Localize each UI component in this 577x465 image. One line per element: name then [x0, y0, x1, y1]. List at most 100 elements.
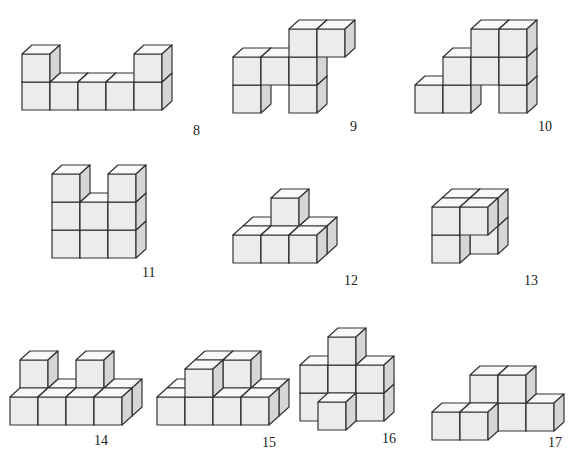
cube	[317, 20, 355, 57]
cube-figure	[233, 20, 355, 113]
cube-front-face	[328, 365, 356, 393]
cube-front-face	[432, 235, 460, 263]
cube-front-face	[108, 202, 136, 230]
cube	[328, 328, 366, 365]
cube-figure	[22, 45, 172, 110]
cube	[52, 165, 90, 202]
cube-front-face	[261, 235, 289, 263]
cube-front-face	[318, 402, 346, 430]
cube-front-face	[289, 85, 317, 113]
figure-number: 14	[94, 434, 108, 448]
cube-side-face	[488, 198, 498, 235]
cube-front-face	[328, 337, 356, 365]
cube-front-face	[213, 397, 241, 425]
cube	[498, 366, 536, 403]
figure-number: 9	[350, 120, 357, 134]
cube-side-face	[50, 45, 60, 82]
cube-front-face	[134, 82, 162, 110]
cube-front-face	[38, 397, 66, 425]
cube-front-face	[78, 82, 106, 110]
cube	[499, 20, 537, 57]
cube	[94, 388, 132, 425]
cube	[241, 388, 279, 425]
cube-figure	[52, 165, 146, 258]
cube-front-face	[50, 82, 78, 110]
cube	[460, 403, 498, 440]
cube-side-face	[526, 366, 536, 403]
cube-front-face	[289, 57, 317, 85]
cube	[460, 198, 498, 235]
cube-front-face	[108, 230, 136, 258]
cube-front-face	[223, 360, 251, 388]
figure-number: 8	[193, 124, 200, 138]
cube-front-face	[471, 57, 499, 85]
cube-side-face	[132, 379, 142, 416]
cube-front-face	[499, 57, 527, 85]
cube	[318, 393, 356, 430]
cube-front-face	[498, 375, 526, 403]
cube-front-face	[460, 412, 488, 440]
cube-side-face	[48, 351, 58, 388]
cube-front-face	[526, 403, 554, 431]
cube-front-face	[432, 207, 460, 235]
cube-front-face	[20, 360, 48, 388]
cube	[76, 351, 114, 388]
cube-front-face	[233, 235, 261, 263]
cube-front-face	[261, 57, 289, 85]
cube	[271, 189, 309, 226]
cube-side-face	[104, 351, 114, 388]
cube	[134, 45, 172, 82]
cube-front-face	[52, 174, 80, 202]
cube-front-face	[415, 85, 443, 113]
figure-number: 13	[524, 274, 538, 288]
cube-front-face	[443, 85, 471, 113]
cube-front-face	[499, 85, 527, 113]
figure-number: 12	[344, 274, 358, 288]
cube-figure	[432, 366, 564, 440]
cube-front-face	[233, 57, 261, 85]
cube-side-face	[269, 388, 279, 425]
cube-front-face	[185, 397, 213, 425]
cube-front-face	[66, 397, 94, 425]
cube-side-face	[279, 379, 289, 416]
cube-front-face	[185, 369, 213, 397]
cube-figure	[157, 351, 289, 425]
cube	[356, 356, 394, 393]
cube-front-face	[233, 85, 261, 113]
cube	[108, 165, 146, 202]
cube-side-face	[345, 20, 355, 57]
cube-front-face	[157, 397, 185, 425]
cube-side-face	[384, 356, 394, 393]
cube-front-face	[80, 230, 108, 258]
cube-front-face	[106, 82, 134, 110]
cube	[289, 226, 327, 263]
cube-side-face	[317, 226, 327, 263]
cube-front-face	[470, 375, 498, 403]
cube-side-face	[356, 328, 366, 365]
cube-front-face	[356, 393, 384, 421]
figure-number: 11	[142, 266, 155, 280]
cube-front-face	[289, 29, 317, 57]
cube-side-face	[327, 217, 337, 254]
figure-number: 10	[538, 120, 552, 134]
cube-side-face	[162, 45, 172, 82]
cube-side-face	[122, 388, 132, 425]
cube-side-face	[498, 189, 508, 226]
cube-side-face	[213, 360, 223, 397]
cube-side-face	[80, 165, 90, 202]
cube-front-face	[271, 198, 299, 226]
cube-front-face	[94, 397, 122, 425]
cube	[22, 45, 60, 82]
cube-side-face	[488, 403, 498, 440]
cube-front-face	[499, 29, 527, 57]
cube-front-face	[289, 235, 317, 263]
cube-front-face	[443, 57, 471, 85]
figure-number: 17	[548, 436, 562, 450]
cube-figure	[432, 189, 508, 263]
cube-front-face	[52, 202, 80, 230]
cube-side-face	[527, 20, 537, 57]
cube-side-face	[251, 351, 261, 388]
figure-number: 16	[382, 432, 396, 446]
